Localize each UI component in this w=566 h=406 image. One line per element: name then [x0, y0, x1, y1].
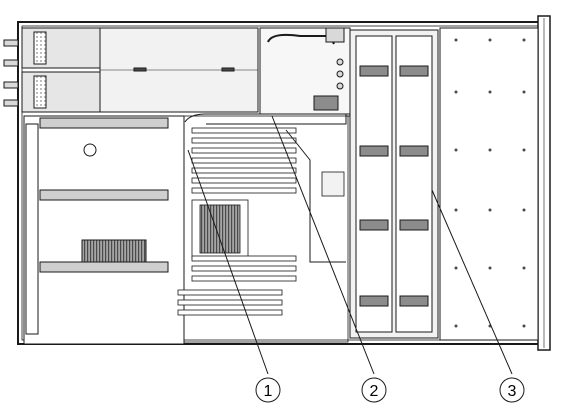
pci-riser-slots — [23, 115, 185, 345]
callout-3: 3 — [499, 377, 525, 403]
dimm-slots-upper — [191, 127, 297, 194]
callout-label-3: 3 — [508, 383, 517, 400]
callout-1: 1 — [255, 377, 281, 403]
power-supply-units — [21, 27, 259, 113]
leader-lines — [187, 115, 513, 375]
dimm-slots-lower — [177, 255, 297, 316]
fan-modules — [349, 29, 439, 339]
rear-connectors — [3, 39, 19, 107]
power-distribution-board — [259, 27, 351, 115]
callout-2: 2 — [361, 377, 387, 403]
callout-label-1: 1 — [264, 383, 273, 400]
callout-label-2: 2 — [370, 383, 379, 400]
drive-bays — [439, 27, 539, 341]
motherboard-area — [183, 115, 349, 343]
